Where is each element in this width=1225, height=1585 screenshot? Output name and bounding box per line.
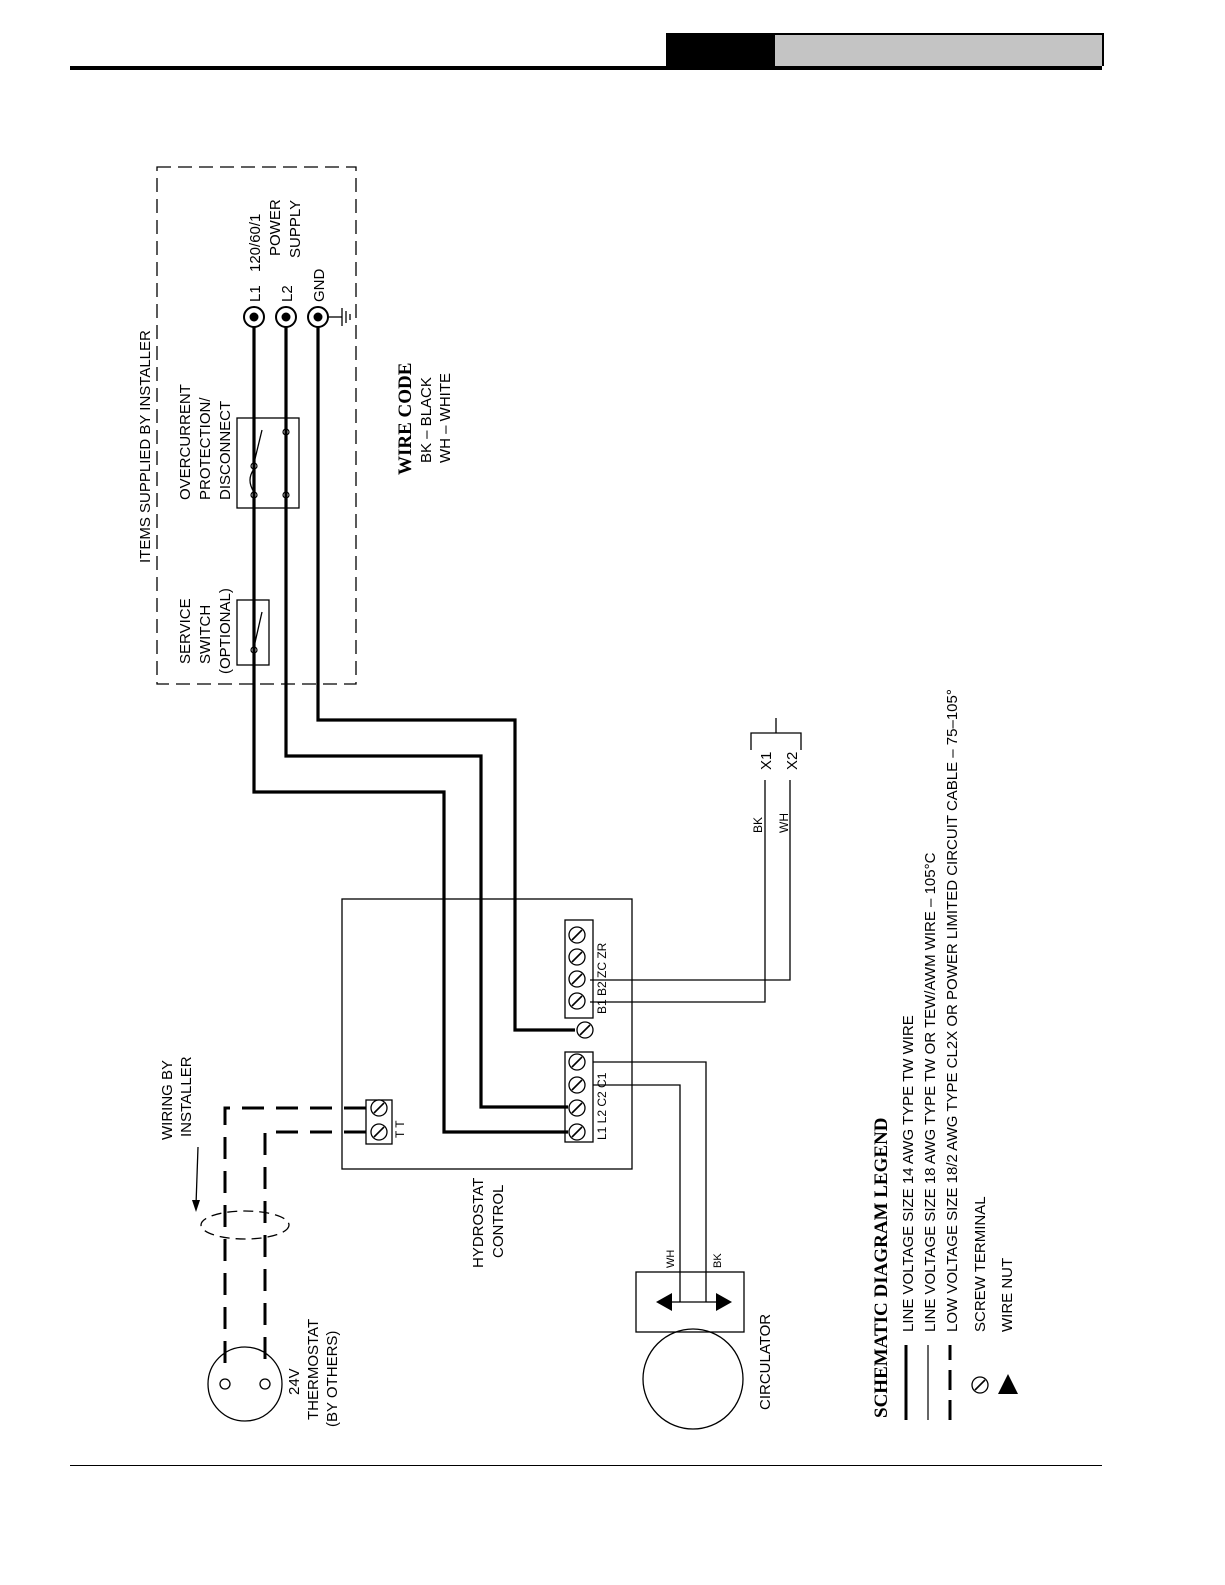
installer-wiring-label-1: WIRING BY xyxy=(159,1060,176,1140)
legend-line-voltage: LINE VOLTAGE SIZE 14 AWG TYPE TW WIRE xyxy=(900,1015,917,1332)
supply-l1-label: L1 xyxy=(247,285,264,302)
wire-l2 xyxy=(284,327,568,1109)
power-supply-label-2: POWER xyxy=(267,199,284,256)
wire-code-title: WIRE CODE xyxy=(395,363,416,475)
header-dark-block xyxy=(666,33,773,68)
x-terminal-bracket xyxy=(750,732,802,750)
service-switch-label-1: SERVICE xyxy=(177,598,194,664)
installer-box-title: ITEMS SUPPLIED BY INSTALLER xyxy=(137,330,154,563)
x2-label: X2 xyxy=(784,752,801,770)
legend-title: SCHEMATIC DIAGRAM LEGEND xyxy=(871,1117,892,1418)
wire-nut-wh xyxy=(656,1293,672,1311)
wire-c2-wh xyxy=(593,1084,681,1302)
hydrostat-control-box xyxy=(341,898,633,1170)
legend-low-voltage: LOW VOLTAGE SIZE 18/2 AWG TYPE CL2X OR P… xyxy=(944,689,961,1332)
supply-l2-label: L2 xyxy=(279,285,296,302)
wire-code-wh: WH – WHITE xyxy=(437,373,454,463)
wire-c1-bk xyxy=(593,1061,707,1302)
legend-screw-terminal: SCREW TERMINAL xyxy=(972,1196,989,1332)
thermostat-label-1: 24V xyxy=(286,1368,303,1395)
supply-gnd-label: GND xyxy=(311,269,328,303)
x-wire-wh-label: WH xyxy=(777,813,791,833)
legend-wire-nut: WIRE NUT xyxy=(999,1258,1016,1332)
service-switch-label-3: (OPTIONAL) xyxy=(217,588,234,674)
hydrostat-line-terminal-strip xyxy=(564,1051,594,1143)
overcurrent-label-3: DISCONNECT xyxy=(217,401,234,500)
overcurrent-label-1: OVERCURRENT xyxy=(177,384,194,500)
overcurrent-box xyxy=(236,417,300,509)
thermostat-wire-2 xyxy=(263,1130,366,1370)
hydrostat-line-terminal-labels: L1 L2 C2 C1 xyxy=(595,1072,609,1140)
wire-l1 xyxy=(252,327,568,1134)
circulator-label: CIRCULATOR xyxy=(757,1314,774,1410)
hydrostat-label-1: HYDROSTAT xyxy=(470,1178,487,1268)
service-switch-label-2: SWITCH xyxy=(197,605,214,664)
installer-wiring-cable-marker xyxy=(200,1210,290,1240)
circulator-lead-box xyxy=(635,1271,745,1333)
legend-screw-terminal-symbol xyxy=(971,1376,989,1394)
circulator xyxy=(642,1328,744,1430)
x-wire-bk-label: BK xyxy=(751,817,765,833)
hydrostat-label-2: CONTROL xyxy=(490,1185,507,1258)
thermostat-label-2: THERMOSTAT xyxy=(305,1319,322,1420)
circulator-bk-label: BK xyxy=(712,1253,724,1268)
installer-wiring-leader xyxy=(195,1146,199,1206)
thermostat-wire-1 xyxy=(223,1106,366,1370)
wire-x1-b1 xyxy=(590,780,766,1003)
ground-symbol xyxy=(328,308,351,326)
overcurrent-label-2: PROTECTION/ xyxy=(197,397,214,500)
hydrostat-top-terminal-labels: B1 B2 ZC ZR xyxy=(595,942,609,1014)
thermostat-label-3: (BY OTHERS) xyxy=(324,1331,341,1427)
wire-nut-bk xyxy=(716,1293,732,1311)
hydrostat-top-terminal-strip xyxy=(564,919,594,1019)
ground-screw-terminal xyxy=(576,1021,594,1039)
header-title-bar xyxy=(773,33,1104,66)
x1-label: X1 xyxy=(758,752,775,770)
wire-x2-b2 xyxy=(590,780,791,981)
power-supply-label-3: SUPPLY xyxy=(287,200,304,258)
thermostat xyxy=(207,1346,283,1422)
wire-gnd xyxy=(316,327,575,1032)
wire-code-bk: BK – BLACK xyxy=(418,377,435,463)
legend-wire-nut-symbol xyxy=(998,1374,1018,1394)
header-rule xyxy=(70,66,1102,70)
legend-line-voltage-18: LINE VOLTAGE SIZE 18 AWG TYPE TW OR TEW/… xyxy=(922,852,939,1332)
hydrostat-t-terminal-labels: T T xyxy=(393,1120,407,1138)
installer-wiring-label-2: INSTALLER xyxy=(178,1056,195,1137)
circulator-wh-label: WH xyxy=(665,1250,677,1268)
power-supply-label-1: 120/60/1 xyxy=(247,214,264,272)
footer-rule xyxy=(70,1465,1102,1466)
